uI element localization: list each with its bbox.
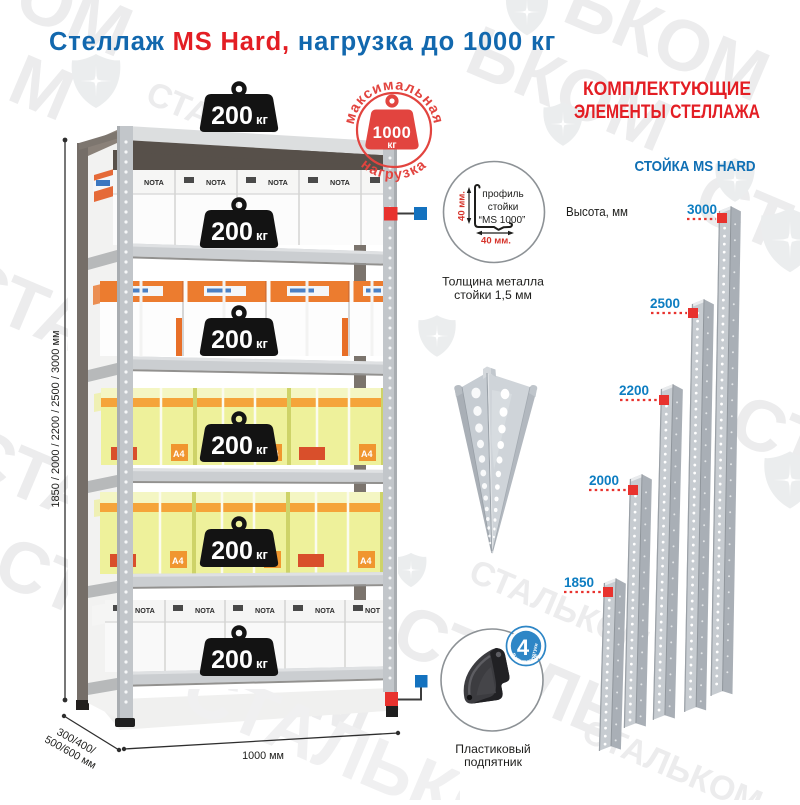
svg-text:ЭЛЕМЕНТЫ СТЕЛЛАЖА: ЭЛЕМЕНТЫ СТЕЛЛАЖА [574,101,760,123]
svg-text:Стеллаж MS Hard, нагрузка до 1: Стеллаж MS Hard, нагрузка до 1000 кг [49,28,556,56]
svg-text:Пластиковый: Пластиковый [455,742,530,756]
svg-text:А4: А4 [361,449,373,459]
svg-text:2200: 2200 [619,383,649,398]
svg-text:КОМПЛЕКТУЮЩИЕ: КОМПЛЕКТУЮЩИЕ [583,78,751,100]
svg-text:“MS 1000”: “MS 1000” [479,215,526,226]
svg-text:4: 4 [517,635,530,660]
svg-text:40 мм.: 40 мм. [481,236,511,247]
svg-text:2500: 2500 [650,296,680,311]
svg-text:А4: А4 [172,556,184,566]
svg-text:NOTA: NOTA [255,606,275,615]
svg-text:NOTA: NOTA [195,606,215,615]
svg-text:NOTA: NOTA [315,606,335,615]
svg-text:А4: А4 [360,556,372,566]
svg-text:профиль: профиль [482,188,523,200]
svg-text:1850: 1850 [564,575,594,590]
svg-text:NOTA: NOTA [144,178,164,187]
svg-text:1000 мм: 1000 мм [242,750,284,762]
svg-text:1850 / 2000 / 2200 / 2500 / 30: 1850 / 2000 / 2200 / 2500 / 3000 мм [50,330,62,507]
svg-text:стойки 1,5 мм: стойки 1,5 мм [454,288,532,302]
svg-text:NOTA: NOTA [330,178,350,187]
svg-text:NOTA: NOTA [268,178,288,187]
svg-text:2000: 2000 [589,473,619,488]
svg-text:стойки: стойки [488,202,519,213]
svg-text:NOTA: NOTA [135,606,155,615]
svg-text:Толщина металла: Толщина металла [442,275,544,289]
svg-text:3000: 3000 [687,202,717,217]
svg-text:А4: А4 [173,449,185,459]
svg-text:Высота, мм: Высота, мм [566,205,628,219]
svg-text:NOT: NOT [365,606,381,615]
svg-text:NOTA: NOTA [206,178,226,187]
svg-text:СТОЙКА MS HARD: СТОЙКА MS HARD [635,157,756,175]
svg-text:1000: 1000 [373,124,412,142]
svg-text:подпятник: подпятник [464,755,523,769]
svg-text:штуки: штуки [530,643,540,659]
svg-text:40 мм.: 40 мм. [457,191,468,221]
svg-text:кг: кг [387,140,396,151]
